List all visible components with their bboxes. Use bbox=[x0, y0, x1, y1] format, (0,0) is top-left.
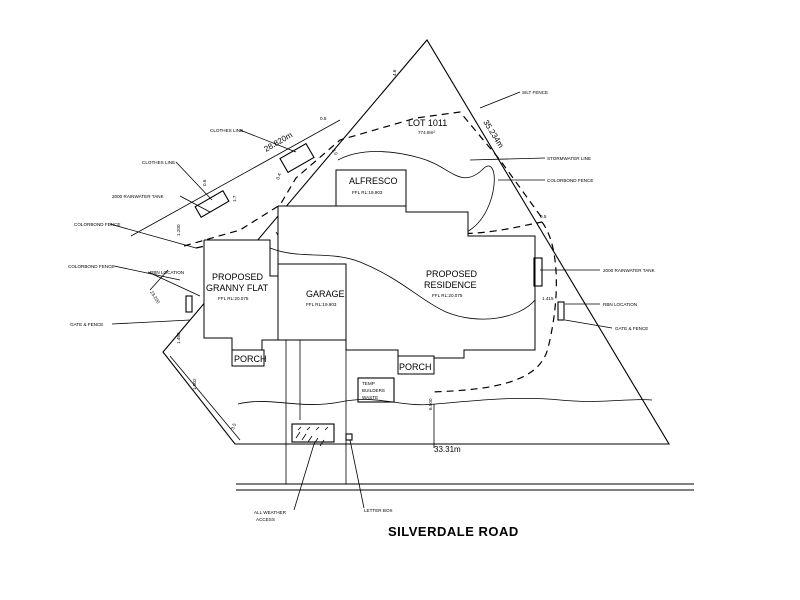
dim-top-small-2: 0.6 bbox=[202, 179, 207, 186]
lot-area: 774.8m² bbox=[418, 130, 435, 135]
alfresco-ffl: FFL RL:19.903 bbox=[352, 190, 383, 195]
temp-waste-label-line1: TEMP bbox=[362, 381, 375, 386]
lot-number: LOT 1011 bbox=[408, 118, 447, 128]
all-weather-access-area bbox=[291, 423, 335, 443]
garage-outline bbox=[277, 263, 347, 341]
side-fence-line bbox=[195, 245, 206, 249]
note-rainwater-tank-right: 2000 RAINWATER TANK bbox=[603, 268, 656, 273]
residence-ffl: FFL RL:20.075 bbox=[432, 293, 463, 298]
note-letter-box: LETTER BOX bbox=[364, 508, 393, 513]
temp-waste-label-line2: BUILDERS bbox=[362, 388, 385, 393]
dim-granny-front: 1.502 bbox=[192, 378, 197, 390]
temp-waste-box bbox=[357, 377, 395, 403]
letter-box-shape bbox=[345, 433, 353, 441]
dim-right-boundary: 35.234m bbox=[481, 118, 505, 149]
boundary-offset-top bbox=[130, 119, 341, 237]
alfresco-outline bbox=[335, 169, 407, 207]
colorbond-fence-line bbox=[183, 111, 543, 247]
dim-top-small-1: 0.8 bbox=[320, 116, 327, 121]
dim-granny-setback: 1.488 bbox=[176, 332, 181, 344]
note-all-weather-access-line1: ALL WEATHER bbox=[254, 510, 287, 515]
dim-top-small-3: 4.6 bbox=[392, 69, 397, 76]
note-gate-fence-right: GATE & FENCE bbox=[615, 326, 648, 331]
note-colorbond-fence-right: COLORBOND FENCE bbox=[547, 178, 593, 183]
dim-line-left bbox=[149, 269, 169, 291]
porch-left-outline bbox=[231, 349, 265, 367]
bin-right bbox=[557, 301, 565, 321]
boundary-offset-left bbox=[169, 355, 241, 441]
leader-lines bbox=[109, 91, 613, 511]
dim-corner-r: 0.5 bbox=[540, 214, 547, 219]
ground-contour-line bbox=[237, 397, 653, 406]
dim-front-setback: 6.500 bbox=[428, 398, 433, 410]
garage-label: GARAGE bbox=[306, 289, 345, 299]
note-silt-fence: SILT FENCE bbox=[522, 90, 548, 95]
street-name: SILVERDALE ROAD bbox=[388, 524, 519, 539]
temp-waste-label-line3: WASTE bbox=[362, 395, 378, 400]
note-all-weather-access-line2: ACCESS bbox=[256, 517, 275, 522]
dim-top-boundary: 28.820m bbox=[263, 130, 295, 154]
note-rbn-location-left: RBN LOCATION bbox=[150, 270, 184, 275]
dim-top-small-4: 1.7 bbox=[232, 195, 237, 202]
dim-left-side: 1.200 bbox=[176, 224, 181, 236]
note-colorbond-fence-left1: COLORBOND FENCE bbox=[74, 222, 120, 227]
porch-right-outline bbox=[397, 355, 435, 375]
dim-front-corner: 3.5 bbox=[230, 422, 237, 430]
note-colorbond-fence-left2: COLORBOND FENCE bbox=[68, 264, 114, 269]
dim-corner-tr: 0.4 bbox=[275, 172, 282, 180]
dim-left-boundary: 23.200 bbox=[149, 290, 161, 305]
note-rbn-location-right: RBN LOCATION bbox=[603, 302, 637, 307]
granny-flat-label-line1: PROPOSED bbox=[212, 272, 264, 282]
dim-front-boundary: 33.31m bbox=[434, 445, 461, 454]
rainwater-tank-left bbox=[194, 190, 230, 218]
note-rainwater-tank-left: 2000 RAINWATER TANK bbox=[112, 194, 165, 199]
residence-label-line2: RESIDENCE bbox=[424, 280, 477, 290]
note-clothes-line-top: CLOTHES LINE bbox=[210, 128, 243, 133]
note-stormwater-line: STORMWATER LINE bbox=[547, 156, 591, 161]
note-clothes-line-left: CLOTHES LINE bbox=[142, 160, 175, 165]
residence-label-line1: PROPOSED bbox=[426, 269, 478, 279]
granny-flat-ffl: FFL RL:20.075 bbox=[218, 296, 249, 301]
roof-ridge-line bbox=[269, 247, 536, 320]
porch-left-label: PORCH bbox=[234, 354, 267, 364]
alfresco-label: ALFRESCO bbox=[349, 176, 398, 186]
granny-flat-outline bbox=[203, 239, 279, 353]
note-gate-fence-left: GATE & FENCE bbox=[70, 322, 103, 327]
site-boundary bbox=[162, 39, 670, 445]
bin-left bbox=[185, 295, 193, 313]
garage-ffl: FFL RL:19.903 bbox=[306, 302, 337, 307]
rainwater-tank-right bbox=[533, 257, 543, 287]
all-weather-hatch bbox=[295, 426, 329, 447]
dim-top-small-5: 3.0 bbox=[331, 148, 339, 156]
granny-flat-label-line2: GRANNY FLAT bbox=[206, 283, 269, 293]
porch-right-label: PORCH bbox=[399, 362, 432, 372]
dim-right-side: 1.415 bbox=[542, 296, 554, 301]
